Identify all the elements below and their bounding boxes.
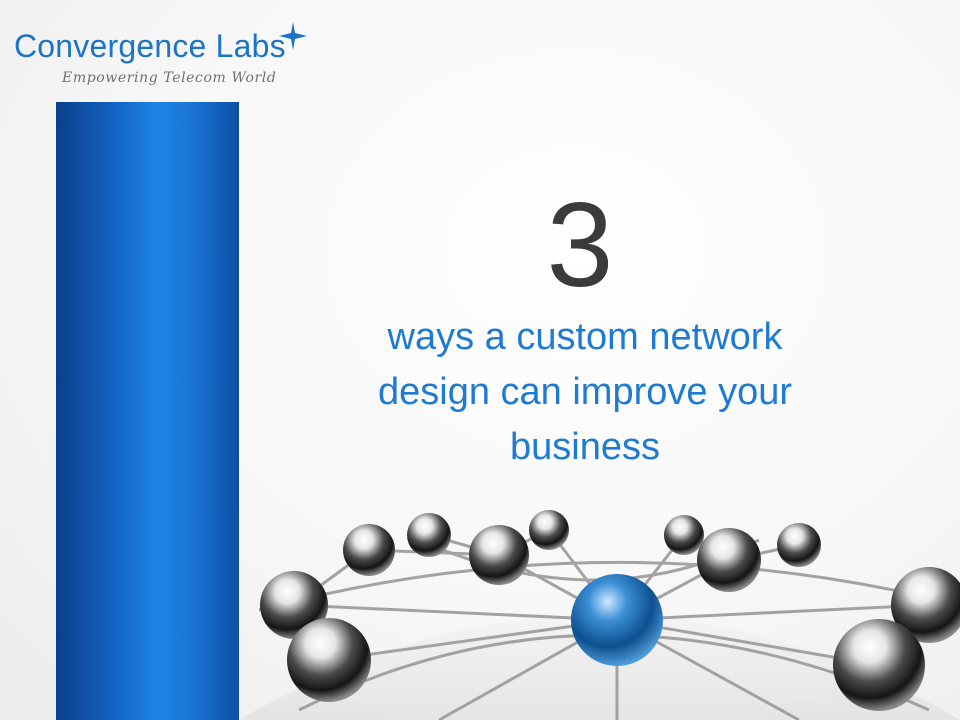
slide-number: 3 [546, 178, 614, 312]
network-spheres-illustration [239, 510, 960, 720]
headline-line-3: business [510, 426, 660, 468]
company-logo: Convergence Labs Empowering Telecom Worl… [14, 22, 314, 92]
logo-name: Convergence Labs [14, 28, 286, 64]
headline-line-2: design can improve your [378, 371, 792, 413]
blue-accent-bar [56, 102, 239, 720]
headline-line-1: ways a custom network [387, 316, 783, 358]
logo-tagline: Empowering Telecom World [62, 70, 277, 86]
slide-headline: ways a custom network design can improve… [300, 310, 870, 475]
sparkle-star-icon [279, 22, 307, 50]
